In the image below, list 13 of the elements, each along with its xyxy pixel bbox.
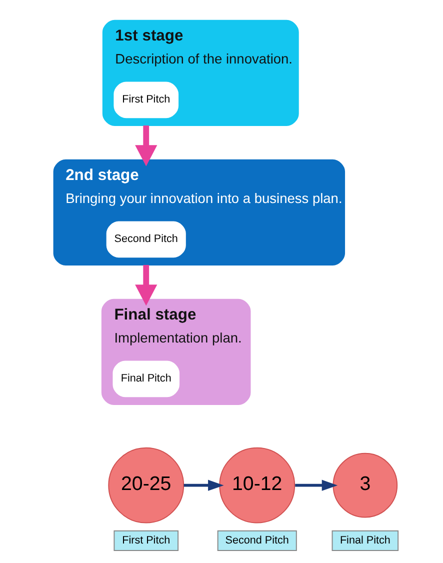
node-label: Second Pitch: [224, 534, 288, 546]
node-box: Final Pitch: [112, 360, 180, 398]
arrow: [183, 480, 224, 491]
node-box: Second Pitch: [106, 221, 186, 258]
node-circle: 10-12: [218, 447, 295, 524]
node-label: Final Pitch: [339, 534, 390, 546]
node-circle: 3: [332, 452, 398, 518]
node-circle: 20-25: [108, 447, 184, 524]
arrow: [134, 264, 157, 306]
node-box: First Pitch: [113, 82, 178, 118]
node-label: First Pitch: [122, 534, 170, 546]
arrow: [294, 480, 338, 491]
arrow: [134, 126, 157, 166]
